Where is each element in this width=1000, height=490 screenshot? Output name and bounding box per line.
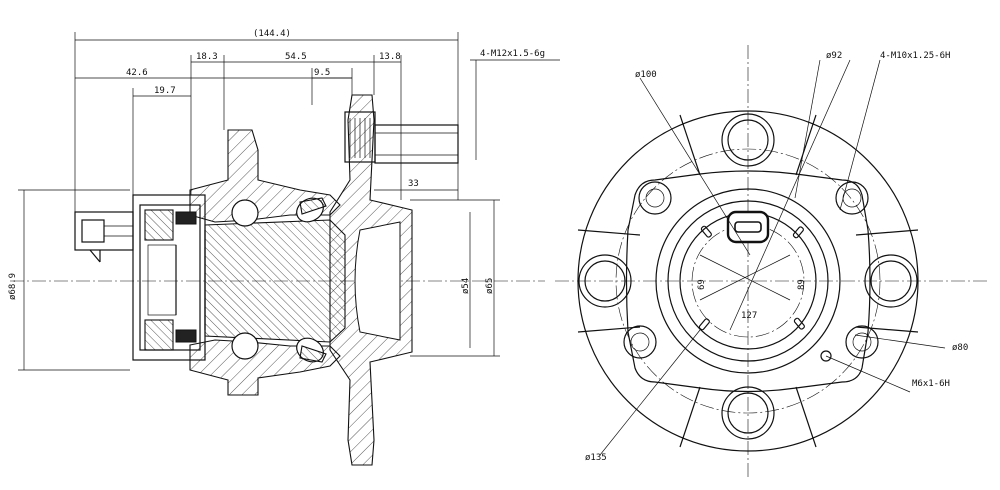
wheel-hole-left: [578, 254, 632, 308]
dia-100-circle: [655, 188, 841, 374]
wheel-stud: [374, 124, 459, 164]
square-flange: [625, 170, 871, 393]
bolt-hole-1: [645, 188, 665, 208]
stud-thread-spec: 4-M12x1.5-6g: [480, 49, 545, 59]
bolt-hole-2: [842, 188, 862, 208]
dim-33: 33: [408, 179, 419, 189]
hub-outer-circle: [577, 110, 919, 452]
label-dia-135: ø135: [585, 453, 607, 463]
front-view: ø100 ø92 4-M10x1.25-6H ø80 M6x1-6H ø135 …: [555, 45, 990, 480]
dia-68-9: ø68.9: [8, 273, 18, 300]
wheel-hole-top: [721, 113, 775, 167]
bearing-housing-top: [189, 129, 341, 223]
pcd-circle: [615, 148, 881, 414]
label-inner-69: 69: [697, 279, 707, 290]
dim-9-5: 9.5: [314, 68, 330, 78]
wheel-hole-right: [864, 254, 918, 308]
dim-54-5: 54.5: [285, 52, 307, 62]
bearing-ball-1: [231, 199, 259, 227]
dia-54: ø54: [461, 278, 471, 294]
dim-overall-length: (144.4): [253, 29, 291, 39]
dim-13-8: 13.8: [379, 52, 401, 62]
bolt-hole-3: [630, 332, 650, 352]
m6-hole: [820, 350, 832, 362]
dim-18-3: 18.3: [196, 52, 218, 62]
bolt-hole-4: [852, 332, 872, 352]
sensor-connector: [74, 211, 134, 251]
hub-spindle: [204, 219, 346, 343]
label-dia-80: ø80: [952, 343, 968, 353]
label-inner-89: 89: [797, 279, 807, 290]
label-m6-thread: M6x1-6H: [912, 379, 950, 389]
dim-19-7: 19.7: [154, 86, 176, 96]
label-dia-100: ø100: [635, 70, 657, 80]
dim-42-6: 42.6: [126, 68, 148, 78]
label-dia-92: ø92: [826, 51, 842, 61]
label-inner-127: 127: [741, 311, 757, 321]
label-thread-holes: 4-M10x1.25-6H: [880, 51, 950, 61]
side-section-view: (144.4) 18.3 54.5 13.8 42.6 9.5 19.7 33 …: [8, 29, 560, 466]
dia-65: ø65: [485, 278, 495, 294]
wheel-hole-bottom: [721, 386, 775, 440]
